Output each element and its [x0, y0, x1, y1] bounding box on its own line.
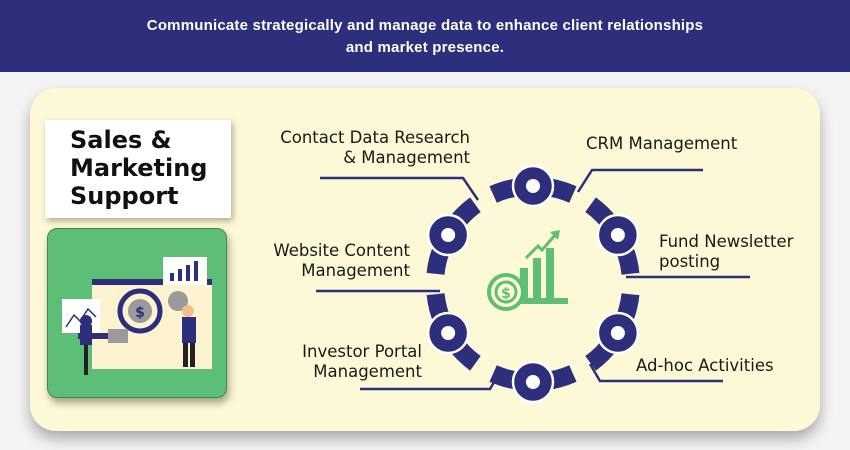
item-contact-data: Contact Data Research& Management	[280, 128, 470, 167]
item-crm: CRM Management	[586, 134, 738, 153]
connector-investor	[360, 371, 502, 391]
node-lower-left-hole	[441, 326, 456, 340]
coin-icon	[487, 273, 525, 311]
node-lower-right-hole	[610, 326, 625, 340]
connector-contact-data	[320, 176, 480, 201]
node-upper-right-hole	[610, 228, 625, 242]
node-upper-left-hole	[441, 228, 456, 242]
banner-line-2: and market presence.	[345, 39, 505, 56]
header-banner: Communicate strategically and manage dat…	[0, 0, 850, 72]
arrow-head-icon	[550, 230, 560, 240]
bar-icon-3	[546, 248, 554, 298]
node-top-hole	[526, 179, 540, 193]
coin-inner-icon	[494, 280, 518, 304]
illustration-art: $	[62, 257, 212, 375]
dollar-sign-icon: $	[501, 286, 511, 302]
banner-line-1: Communicate strategically and manage dat…	[146, 17, 704, 34]
node-bottom-hole	[526, 375, 540, 389]
item-adhoc: Ad-hoc Activities	[636, 356, 774, 375]
chart-base-icon	[506, 298, 568, 304]
bar-icon-2	[533, 258, 541, 298]
connector-crm	[576, 168, 703, 193]
section-title: Sales & Marketing Support	[70, 126, 208, 210]
connector-adhoc	[588, 363, 723, 383]
svg-text:$: $	[135, 305, 145, 321]
bar-icon-1	[520, 268, 528, 298]
trend-arrow-icon	[524, 233, 558, 260]
sales-team-illustration: $	[47, 228, 227, 398]
title-card: Sales & Marketing Support	[45, 120, 231, 218]
